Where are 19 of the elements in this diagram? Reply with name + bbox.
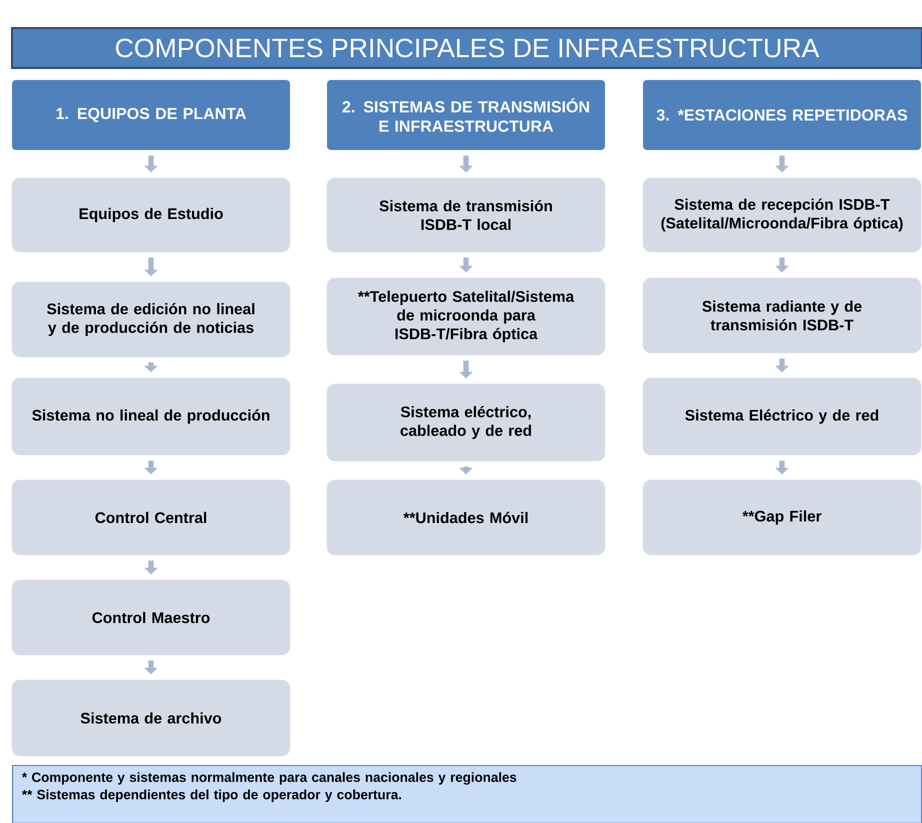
title-banner: COMPONENTES PRINCIPALES DE INFRAESTRUCTURA (11, 27, 922, 69)
component-box: Sistema de archivo (12, 680, 290, 756)
component-box: Sistema de transmisión ISDB-T local (326, 178, 606, 252)
component-box: Control Maestro (12, 580, 290, 656)
component-box: Sistema Eléctrico y de red (642, 378, 922, 456)
component-box: **Telepuerto Satelital/Sistema de microonda para ISDB-T/Fibra óptica (326, 278, 606, 356)
component-box: Control Central (12, 480, 290, 556)
component-box: Sistema radiante y de transmisión ISDB-T (642, 278, 922, 354)
component-box: Sistema de recepción ISDB-T (Satelital/Microonda/Fibra óptica) (642, 178, 922, 252)
component-box: Equipos de Estudio (12, 178, 290, 252)
component-box: **Gap Filer (642, 480, 922, 556)
category-header: 2. SISTEMAS DE TRANSMISIÓN E INFRAESTRUCTURA (327, 80, 605, 150)
category-header: 1. EQUIPOS DE PLANTA (12, 80, 290, 150)
component-box: Sistema de edición no lineal y de producción de noticias (12, 282, 290, 358)
component-box: **Unidades Móvil (326, 480, 606, 556)
component-box: Sistema eléctrico, cableado y de red (326, 384, 606, 462)
component-box: Sistema no lineal de producción (12, 378, 290, 456)
category-header: 3. *ESTACIONES REPETIDORAS (643, 80, 921, 150)
footnote-box: * Componente y sistemas normalmente para canales nacionales y regionales ** Sistemas dependientes del tipo de operador y cobertura. (12, 765, 922, 823)
